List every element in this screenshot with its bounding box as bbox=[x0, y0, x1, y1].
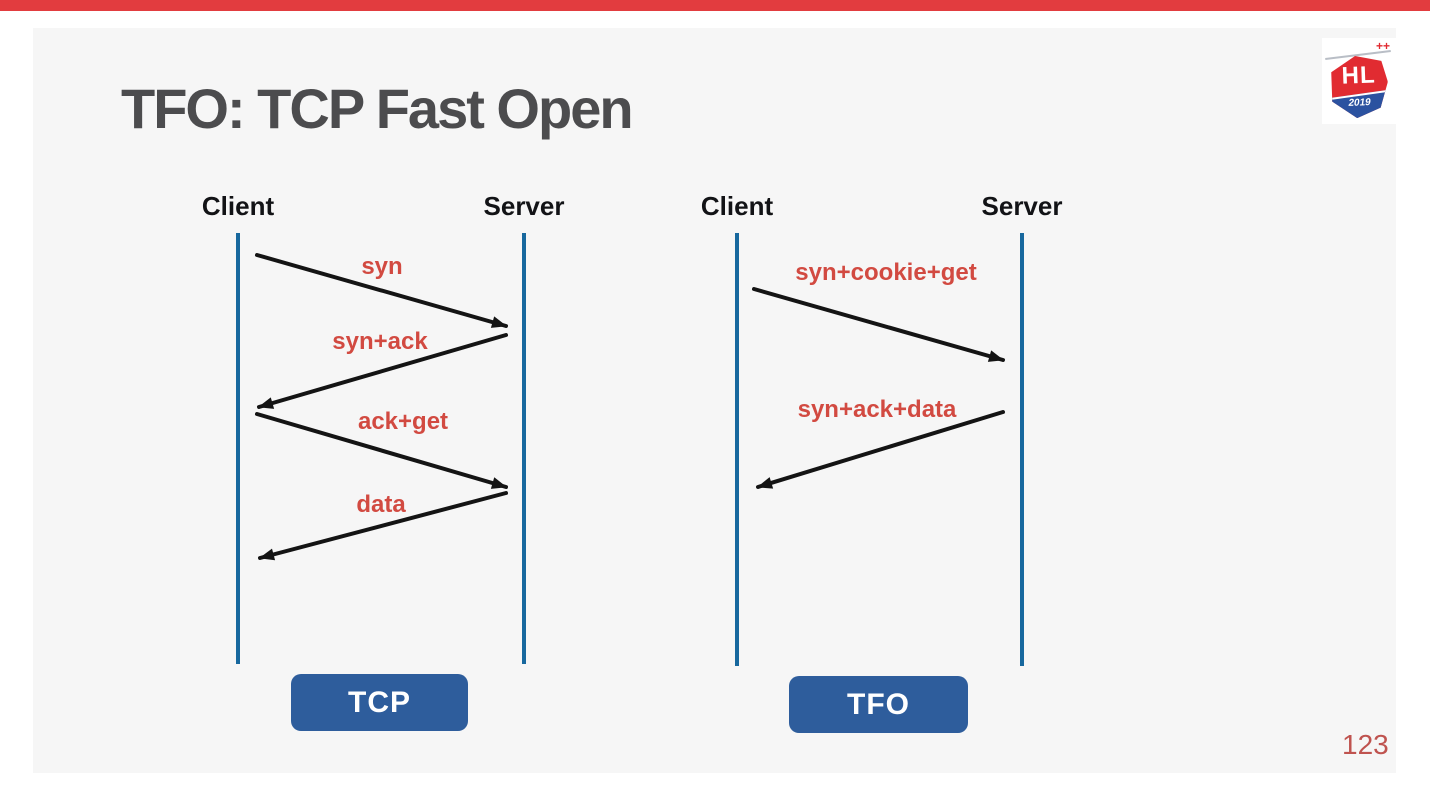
actor-tfo-client: Client bbox=[700, 191, 774, 221]
slide-background: TFO: TCP Fast Open ++ HL 2019 bbox=[33, 28, 1396, 773]
sequence-arrows-svg bbox=[236, 233, 1024, 666]
arrow-syn-cookie-get bbox=[752, 287, 1005, 362]
actor-tcp-server: Server bbox=[483, 191, 565, 221]
slide-title: TFO: TCP Fast Open bbox=[121, 77, 634, 140]
arrow-syn-ack bbox=[257, 333, 508, 409]
message-syn: syn bbox=[361, 253, 403, 280]
arrow-syn-ack-data bbox=[756, 410, 1005, 489]
tcp-badge: TCP bbox=[291, 674, 468, 731]
message-data: data bbox=[356, 491, 406, 518]
message-syn-cookie-get: syn+cookie+get bbox=[795, 259, 977, 286]
message-syn-ack-data: syn+ack+data bbox=[797, 396, 957, 423]
highload-logo: ++ HL 2019 bbox=[1322, 38, 1396, 124]
arrow-syn bbox=[255, 253, 508, 328]
page-number: 123 bbox=[1342, 729, 1389, 760]
actor-tfo-server: Server bbox=[981, 191, 1063, 221]
arrow-data bbox=[258, 491, 508, 561]
message-ack-get: ack+get bbox=[357, 408, 449, 435]
arrow-ack-get bbox=[255, 412, 508, 489]
logo-plus-label: ++ bbox=[1375, 39, 1390, 53]
tfo-badge: TFO bbox=[789, 676, 968, 733]
top-accent-bar bbox=[0, 0, 1430, 11]
message-syn-ack: syn+ack bbox=[332, 328, 428, 355]
actor-tcp-client: Client bbox=[201, 191, 275, 221]
